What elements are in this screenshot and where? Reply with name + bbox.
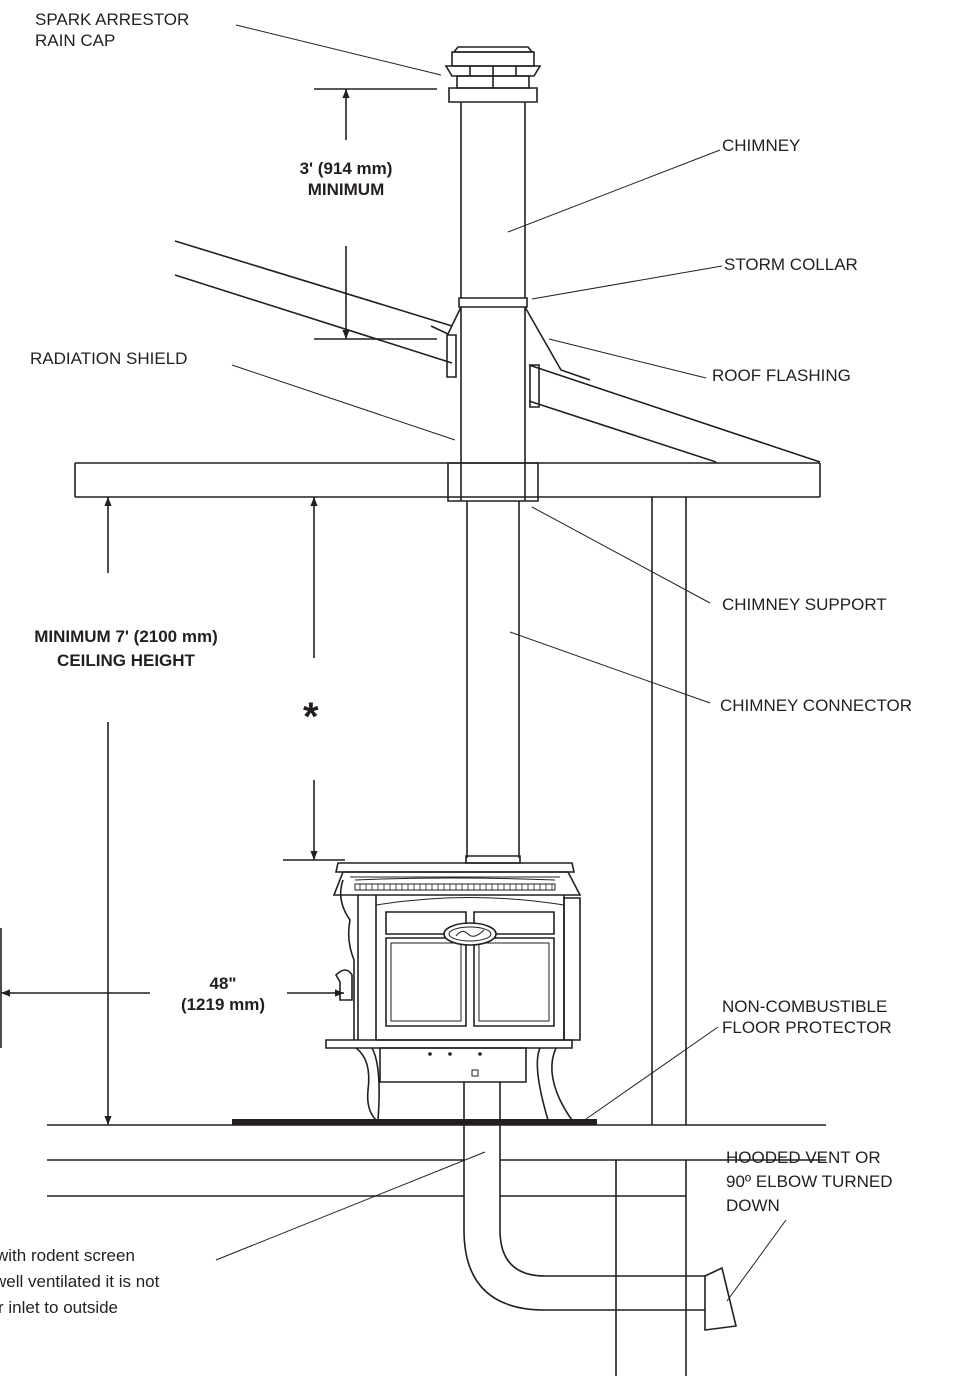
floor-protector-label: NON-COMBUSTIBLE FLOOR PROTECTOR xyxy=(722,996,892,1038)
radiation-shield xyxy=(447,335,539,407)
chimney-support-label: CHIMNEY SUPPORT xyxy=(722,595,887,614)
storm-collar xyxy=(459,298,527,307)
hooded-vent-label-line3: DOWN xyxy=(726,1196,780,1215)
clearance-dimension-label: 48" (1219 mm) xyxy=(158,973,288,1015)
ceiling-height-dimension-line1: MINIMUM 7' (2100 mm) xyxy=(34,627,218,646)
rodent-screen-note-line3: r inlet to outside xyxy=(0,1298,119,1317)
hooded-vent-label-line1: HOODED VENT OR xyxy=(726,1148,881,1167)
roof xyxy=(175,241,820,462)
ceiling-height-dimension-line2: CEILING HEIGHT xyxy=(57,651,195,670)
wood-stove xyxy=(326,856,580,1120)
spark-arrestor-label: SPARK ARRESTOR RAIN CAP xyxy=(35,9,189,51)
wall xyxy=(616,497,686,1376)
chimney-lower-section xyxy=(461,307,525,463)
spark-arrestor-label-line2: RAIN CAP xyxy=(35,31,116,50)
spark-arrestor-rain-cap xyxy=(446,47,540,102)
floor-protector-label-line1: NON-COMBUSTIBLE xyxy=(722,997,888,1016)
roof-flashing xyxy=(431,307,590,380)
hooded-vent xyxy=(705,1268,736,1330)
floor xyxy=(47,1125,826,1196)
chimney-support xyxy=(448,463,538,501)
chimney-height-dimension-line1: 3' (914 mm) xyxy=(299,159,393,178)
roof-flashing-label: ROOF FLASHING xyxy=(712,366,851,385)
dimension-connector-height xyxy=(283,497,345,860)
chimney-connector-label: CHIMNEY CONNECTOR xyxy=(720,696,913,715)
clearance-dimension-line1: 48" xyxy=(209,974,237,993)
stove-door-handle xyxy=(336,970,352,1000)
spark-arrestor-label-line1: SPARK ARRESTOR xyxy=(35,10,190,29)
chimney-height-dimension-label: 3' (914 mm) MINIMUM xyxy=(276,158,416,200)
radiation-shield-label: RADIATION SHIELD xyxy=(30,349,188,368)
asterisk-marker: * xyxy=(303,695,319,739)
rodent-screen-note-line2: well ventilated it is not xyxy=(0,1272,160,1291)
storm-collar-label: STORM COLLAR xyxy=(724,255,858,274)
dimension-chimney-height xyxy=(314,89,437,339)
chimney-height-dimension-line2: MINIMUM xyxy=(307,180,385,199)
chimney-label: CHIMNEY xyxy=(722,136,801,155)
non-combustible-floor-protector xyxy=(232,1119,597,1125)
ceiling-height-dimension-label: MINIMUM 7' (2100 mm) CEILING HEIGHT xyxy=(6,625,246,673)
hooded-vent-label-line2: 90º ELBOW TURNED xyxy=(726,1172,893,1191)
chimney xyxy=(461,102,525,298)
clearance-dimension-line2: (1219 mm) xyxy=(180,995,266,1014)
floor-protector-label-line2: FLOOR PROTECTOR xyxy=(722,1018,892,1037)
chimney-connector xyxy=(467,501,519,858)
rodent-screen-note-line1: with rodent screen xyxy=(0,1246,135,1265)
outside-air-duct xyxy=(464,1082,705,1310)
leader-lines xyxy=(216,25,786,1301)
dimension-clearance xyxy=(1,928,344,1048)
hooded-vent-label: HOODED VENT OR 90º ELBOW TURNED DOWN xyxy=(726,1146,893,1218)
